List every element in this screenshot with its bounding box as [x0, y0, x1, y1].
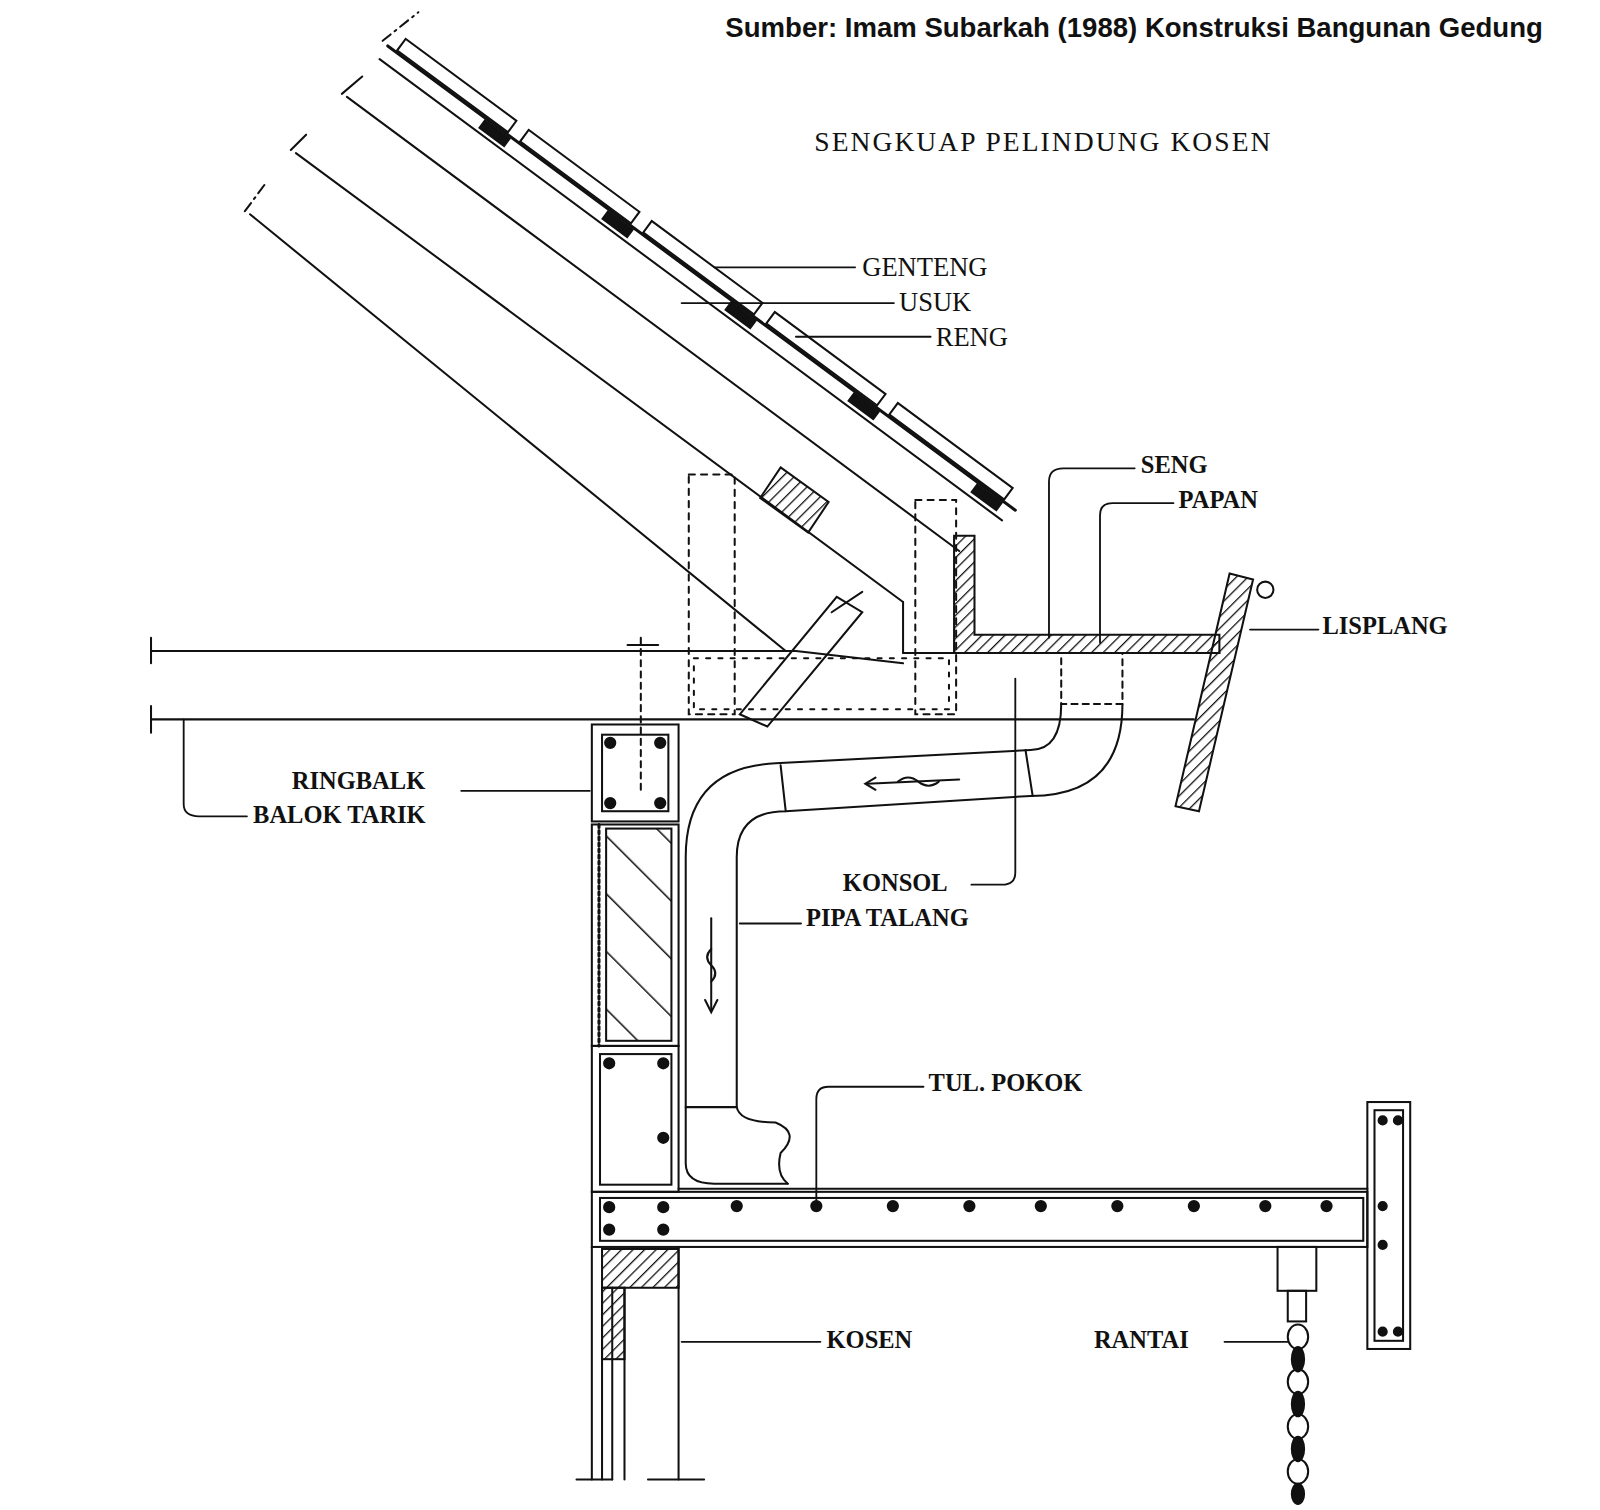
part-label: KOSEN [824, 1327, 914, 1355]
part-label: RANTAI [1092, 1327, 1191, 1355]
part-label: TUL. POKOK [927, 1069, 1085, 1097]
part-label: GENTENG [860, 252, 989, 283]
part-label: RENG [934, 322, 1010, 353]
part-label: BALOK TARIK [251, 802, 428, 830]
part-label: SENG [1139, 452, 1210, 480]
part-label: RINGBALK [290, 767, 427, 795]
part-label: LISPLANG [1320, 612, 1449, 640]
part-label: PAPAN [1177, 487, 1260, 515]
part-label: PIPA TALANG [804, 904, 971, 932]
drawing-title: SENGKUAP PELINDUNG KOSEN [812, 127, 1274, 159]
part-label: KONSOL [841, 869, 950, 897]
part-label: USUK [897, 288, 973, 319]
source-caption: Sumber: Imam Subarkah (1988) Konstruksi … [723, 12, 1545, 44]
